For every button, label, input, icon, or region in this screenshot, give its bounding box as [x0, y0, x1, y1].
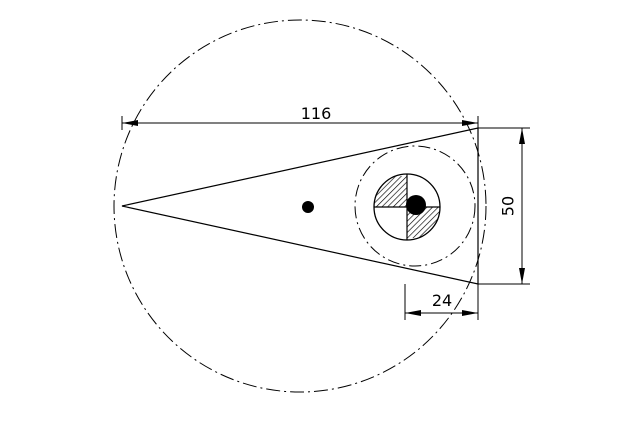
- dim-24-label: 24: [432, 291, 452, 310]
- bore-hole: [406, 195, 426, 215]
- dim-116-arrow-left: [122, 120, 138, 126]
- dim-24-arrow-right: [462, 310, 478, 316]
- dim-24-arrow-left: [405, 310, 421, 316]
- small-hole: [302, 201, 314, 213]
- dim-116-label: 116: [301, 104, 332, 123]
- dim-50-arrow-top: [519, 128, 525, 144]
- dim-50-arrow-bottom: [519, 268, 525, 284]
- dim-116-arrow-right: [462, 120, 478, 126]
- triangle-body: [121, 127, 479, 285]
- dim-50-label: 50: [499, 196, 518, 216]
- hatch-quadrant-top-left: [374, 176, 407, 207]
- outer-centerline-circle: [113, 19, 487, 393]
- hub-centerline-circle: [354, 145, 476, 267]
